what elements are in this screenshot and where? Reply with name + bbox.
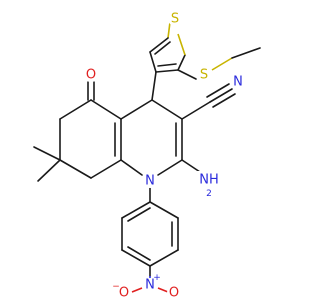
bond-c2-s-thioether	[177, 69, 197, 80]
bond-n-o-left	[131, 287, 143, 293]
bond-c2-n1	[157, 159, 183, 176]
atom-label-layer: S S O N NH 2 N N + O O −	[84, 12, 245, 300]
nitro-oxygen-left-label: O	[119, 286, 129, 300]
bond-c4-c3	[151, 99, 183, 120]
bond-ph-6	[121, 201, 151, 219]
bond-c7-methyl-lower	[37, 159, 61, 182]
bond-ph-1	[149, 201, 179, 219]
bond-s-c2-thiophene	[177, 33, 186, 56]
bond-thiophene-c2-s	[177, 54, 186, 71]
bond-cn-triple-3	[212, 93, 236, 108]
bond-c7-methyl-upper	[33, 146, 61, 161]
thiophene-sulfur-label: S	[171, 12, 179, 27]
bond-thiophene-to-c4	[151, 71, 157, 101]
bond-thiophene-c3-c2-double	[157, 63, 177, 67]
nitro-oxygen-top-label: O	[169, 286, 179, 300]
bond-s-ethyl	[211, 57, 233, 71]
bond-ph-3	[149, 249, 179, 267]
bond-thiophene-c5-c4-double	[154, 41, 171, 55]
bond-c5-c6	[59, 99, 92, 120]
bond-n-o-right	[157, 287, 169, 293]
thioether-sulfur-label: S	[200, 68, 208, 83]
bond-c4a-c5	[90, 99, 122, 120]
bond-s-c-thiophene-upper	[167, 21, 171, 39]
bond-ethyl-ch3	[231, 47, 261, 59]
bond-thiophene-c4-c3	[149, 51, 157, 73]
bond-c7-c8	[59, 159, 92, 179]
bond-c8-c8a	[90, 159, 122, 179]
amine-label: NH	[199, 173, 219, 188]
nitro-nitrogen-charge: +	[153, 273, 161, 283]
bond-thiophene-c5-c4	[149, 37, 169, 53]
nitro-nitrogen-label: N	[145, 278, 155, 293]
bond-c2-nh2	[181, 159, 201, 173]
bond-n1-c8a	[120, 159, 143, 176]
ring-nitrogen-label: N	[145, 174, 155, 189]
bond-ph-4-double	[127, 246, 151, 261]
amine-subscript: 2	[206, 189, 212, 199]
bond-ph-6-double	[127, 207, 151, 222]
bond-ph-4	[121, 249, 151, 267]
bond-cn-triple-2	[206, 83, 230, 98]
bond-c3-cn	[181, 101, 211, 120]
bond-layer	[33, 21, 261, 293]
nitrile-nitrogen-label: N	[233, 75, 243, 90]
bond-c4-c4a	[120, 99, 153, 120]
molecule-structure: S S O N NH 2 N N + O O −	[33, 12, 261, 300]
bond-cn-triple-1	[209, 88, 233, 103]
bond-thiophene-c3-c2	[155, 69, 179, 73]
ketone-oxygen-label: O	[86, 68, 96, 83]
nitro-oxygen-charge: −	[112, 282, 120, 292]
